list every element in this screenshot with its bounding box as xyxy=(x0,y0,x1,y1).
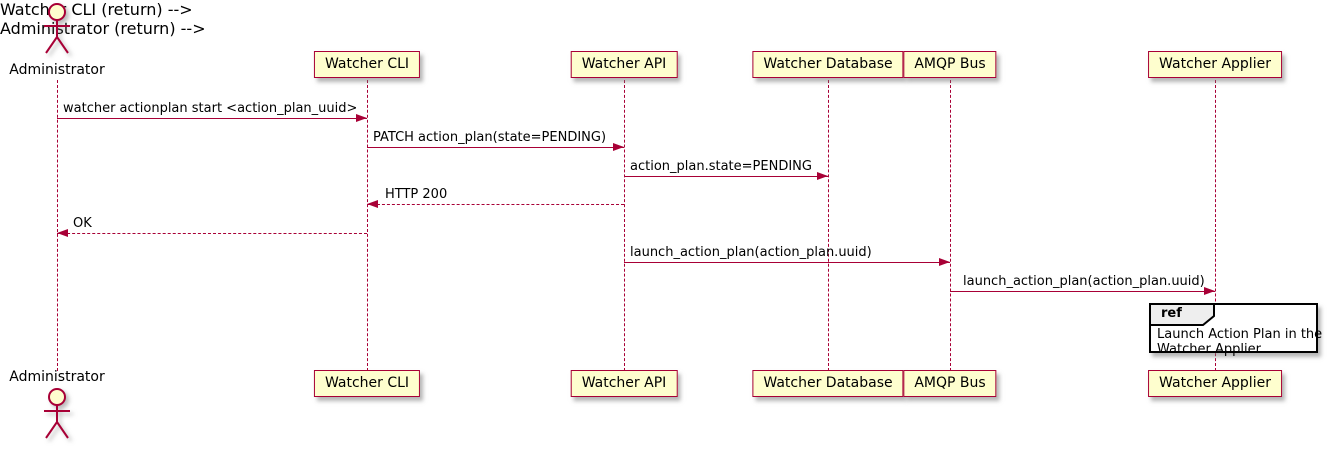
actor-label-bottom: Administrator xyxy=(9,369,105,385)
arrowhead-right-icon xyxy=(817,171,828,180)
arrowhead-right-icon xyxy=(613,142,624,151)
message-1-label: watcher actionplan start <action_plan_uu… xyxy=(63,101,358,116)
participant-top-watcher-cli: Watcher CLI xyxy=(313,51,421,78)
lifeline-amqp-bus xyxy=(950,80,951,371)
participant-top-amqp-bus: AMQP Bus xyxy=(903,51,997,78)
participant-top-watcher-api: Watcher API xyxy=(570,51,678,78)
message-2-line xyxy=(367,147,624,148)
lifeline-administrator xyxy=(57,80,58,371)
participant-bottom-amqp-bus: AMQP Bus xyxy=(903,370,997,397)
lifeline-watcher-cli xyxy=(367,80,368,371)
ref-text-line-1: Launch Action Plan in the xyxy=(1157,327,1323,342)
message-4-label: HTTP 200 xyxy=(385,187,448,202)
ref-keyword: ref xyxy=(1161,306,1182,321)
message-7-label: launch_action_plan(action_plan.uuid) xyxy=(963,274,1205,289)
participant-bottom-watcher-cli: Watcher CLI xyxy=(313,370,421,397)
arrowhead-right-icon xyxy=(1204,286,1215,295)
lifeline-watcher-applier xyxy=(1215,80,1216,371)
message-1-line xyxy=(57,118,367,119)
lifeline-watcher-database xyxy=(828,80,829,371)
arrowhead-right-icon xyxy=(356,113,367,122)
message-6-label: launch_action_plan(action_plan.uuid) xyxy=(630,245,872,260)
message-6-line xyxy=(624,262,950,263)
lifeline-watcher-api xyxy=(624,80,625,371)
participant-top-watcher-applier: Watcher Applier xyxy=(1148,51,1282,78)
message-4-line xyxy=(367,204,624,205)
ref-pentagon-icon xyxy=(1149,303,1215,326)
ref-text-line-2: Watcher Applier xyxy=(1157,342,1261,357)
actor-icon-bottom xyxy=(44,388,70,439)
participant-bottom-watcher-applier: Watcher Applier xyxy=(1148,370,1282,397)
message-5-label: OK xyxy=(73,216,92,231)
participant-bottom-watcher-api: Watcher API xyxy=(570,370,678,397)
message-2-label: PATCH action_plan(state=PENDING) xyxy=(373,130,607,145)
ref-box: ref Launch Action Plan in the Watcher Ap… xyxy=(1149,303,1322,357)
message-5-line xyxy=(57,233,367,234)
actor-icon-top xyxy=(44,3,70,54)
arrowhead-left-icon xyxy=(367,199,378,208)
arrowhead-right-icon xyxy=(939,257,950,266)
arrowhead-left-icon xyxy=(57,228,68,237)
participant-top-watcher-database: Watcher Database xyxy=(752,51,904,78)
message-3-label: action_plan.state=PENDING xyxy=(630,159,812,174)
participant-bottom-watcher-database: Watcher Database xyxy=(752,370,904,397)
message-7-line xyxy=(950,291,1215,292)
message-3-line xyxy=(624,176,828,177)
actor-label-top: Administrator xyxy=(9,62,105,78)
